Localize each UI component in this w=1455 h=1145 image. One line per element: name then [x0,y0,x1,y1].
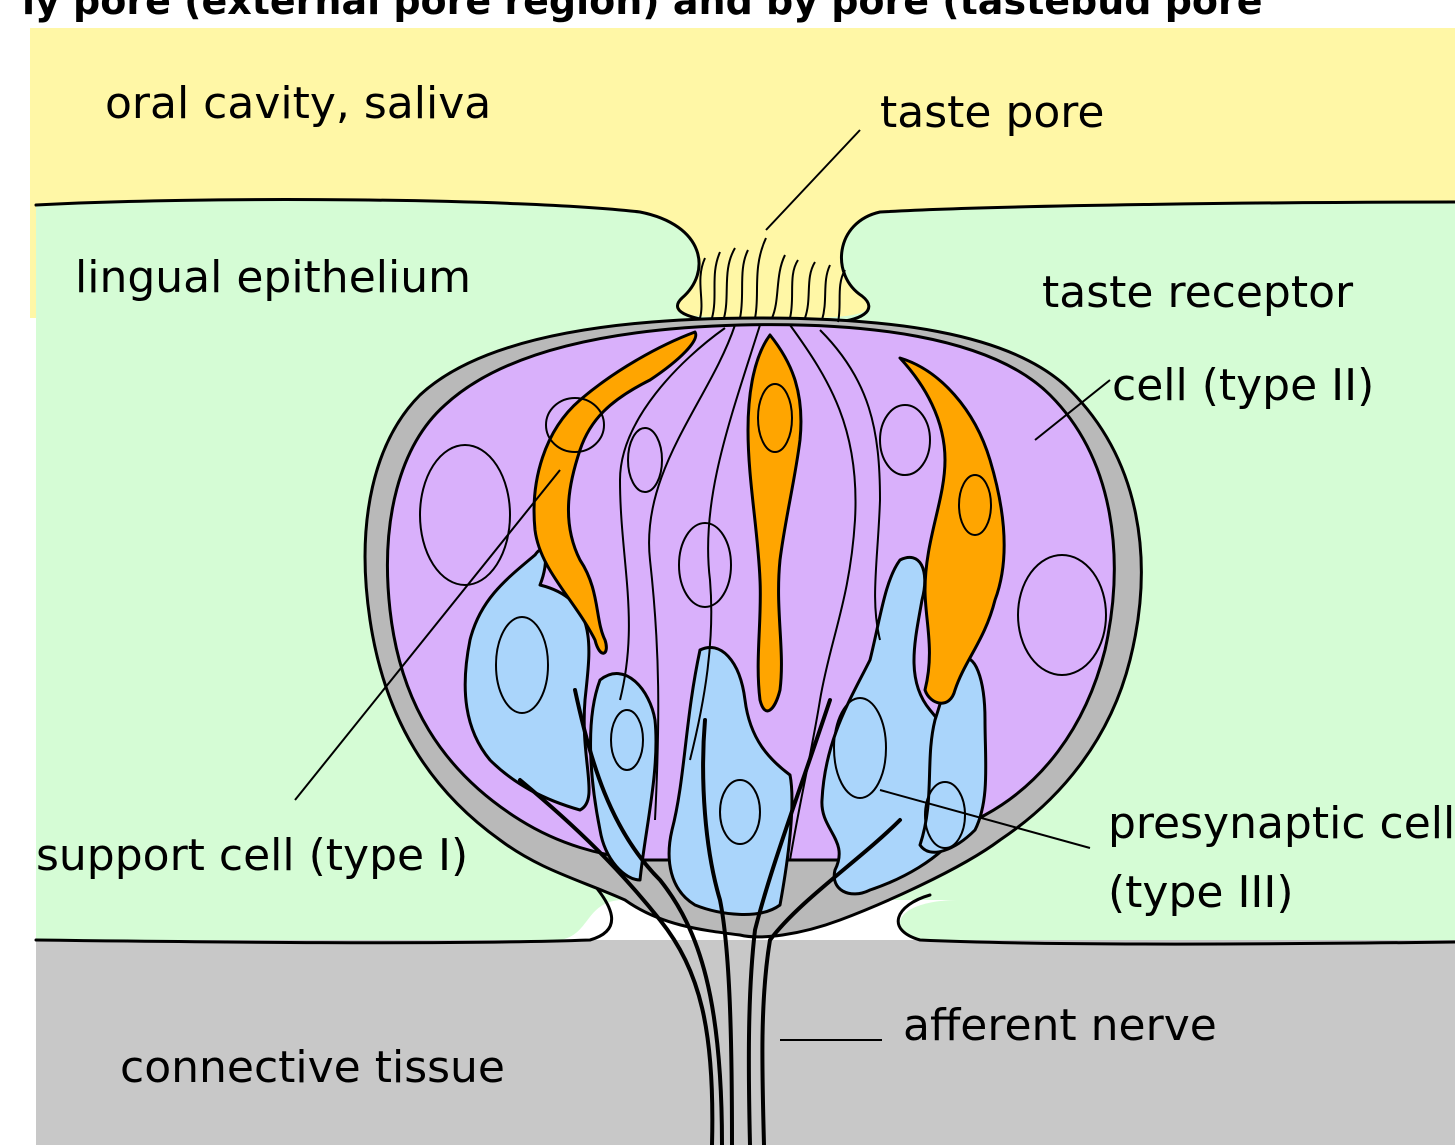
label-afferent-nerve: afferent nerve [903,1000,1217,1051]
top-cropped-caption: ly pore (external pore region) and by po… [22,0,1263,23]
label-support-cell: support cell (type I) [36,830,468,881]
label-taste-receptor-line1: taste receptor [1042,267,1354,318]
label-presynaptic-line1: presynaptic cell [1108,798,1455,849]
label-connective-tissue: connective tissue [120,1042,505,1093]
label-lingual-epithelium: lingual epithelium [75,252,471,303]
label-oral-cavity: oral cavity, saliva [105,78,491,129]
label-presynaptic-line2: (type III) [1108,867,1294,918]
label-taste-pore: taste pore [880,87,1105,138]
label-taste-receptor-line2: cell (type II) [1112,360,1374,411]
